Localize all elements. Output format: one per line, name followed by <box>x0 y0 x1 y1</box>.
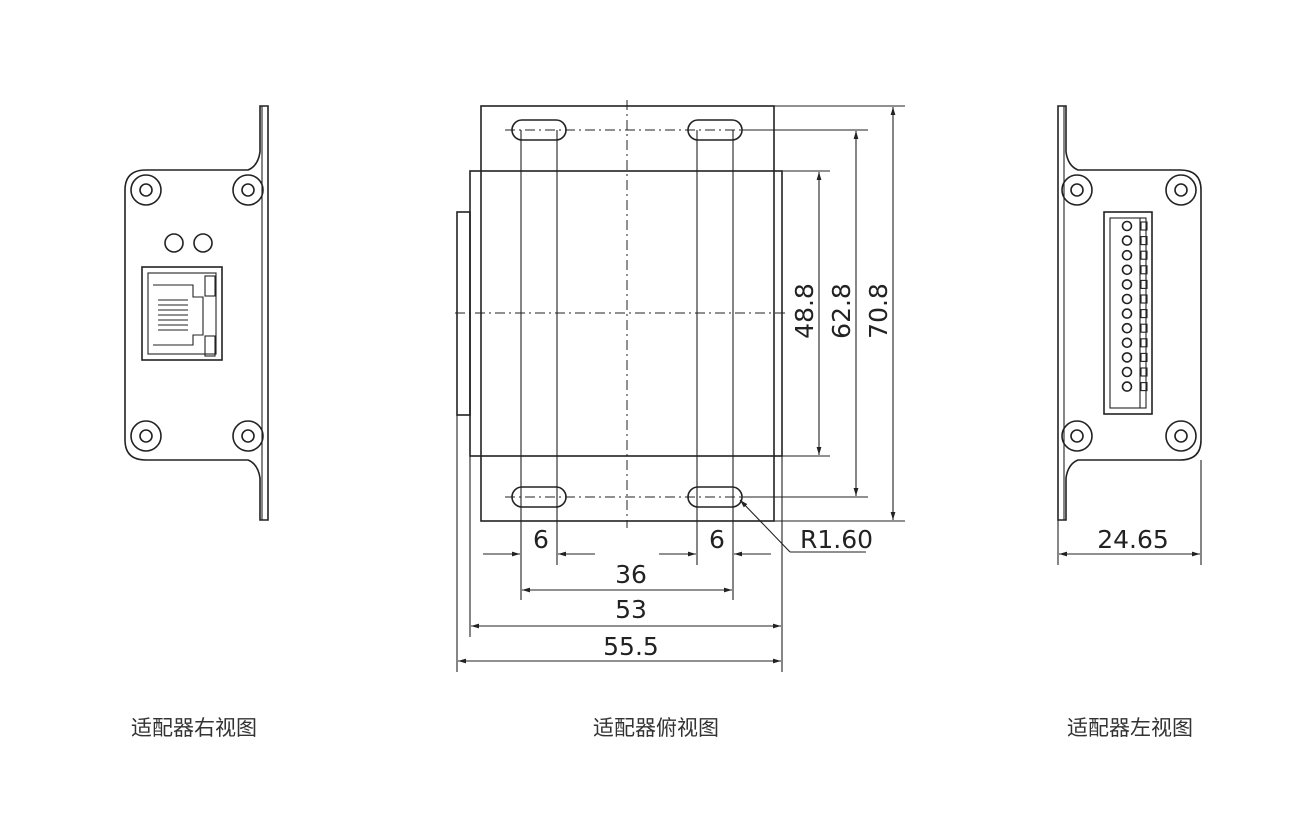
screw-icon <box>1061 420 1093 452</box>
rj45-port-icon <box>141 266 223 361</box>
screw-icon <box>1165 420 1197 452</box>
led-icon <box>193 233 213 253</box>
dim-body-width: 53 <box>615 595 647 624</box>
terminal-latch <box>1140 294 1148 304</box>
left-view: 24.65 <box>1057 105 1202 565</box>
dim-inner-height: 48.8 <box>790 283 819 339</box>
terminal-latch <box>1140 236 1148 246</box>
terminal-pin <box>1121 279 1133 290</box>
terminal-latch <box>1140 382 1148 392</box>
terminal-pin <box>1121 264 1133 276</box>
terminal-pin <box>1121 366 1133 378</box>
screw-icon <box>232 174 264 206</box>
screw-icon <box>130 420 162 452</box>
dim-slot-width-left: 6 <box>533 525 549 554</box>
terminal-latch <box>1140 221 1148 231</box>
terminal-latch <box>1140 323 1148 333</box>
dim-slot-spacing: 36 <box>615 560 647 589</box>
screw-icon <box>1165 174 1197 206</box>
right-view <box>124 105 269 521</box>
dim-overall-width: 55.5 <box>603 632 659 661</box>
terminal-block-icon <box>1103 211 1153 415</box>
terminal-pin <box>1121 235 1133 246</box>
top-view: 48.8 62.8 70.8 R1.60 6 6 36 53 55.5 <box>455 100 905 672</box>
caption-top-view: 适配器俯视图 <box>593 716 719 740</box>
dim-radius: R1.60 <box>800 525 873 554</box>
terminal-pin <box>1121 249 1133 261</box>
terminal-pin <box>1121 293 1133 305</box>
left-view-plate <box>1057 105 1202 521</box>
terminal-latch <box>1140 367 1148 377</box>
screw-icon <box>130 174 162 206</box>
terminal-pin <box>1121 381 1133 392</box>
terminal-latch <box>1140 279 1148 289</box>
mounting-slot <box>511 486 567 508</box>
terminal-latch <box>1140 338 1148 348</box>
right-view-plate <box>124 105 269 521</box>
screw-icon <box>232 420 264 452</box>
dim-overall-height: 70.8 <box>864 283 893 339</box>
terminal-pin <box>1121 308 1133 319</box>
terminal-latch <box>1140 352 1148 362</box>
caption-left-view: 适配器左视图 <box>1067 716 1193 740</box>
led-icon <box>164 233 184 253</box>
terminal-latch <box>1140 250 1148 260</box>
screw-icon <box>1061 174 1093 206</box>
terminal-latch <box>1140 265 1148 275</box>
mounting-slot <box>511 119 567 141</box>
terminal-pin <box>1121 337 1133 349</box>
terminal-pin <box>1121 220 1133 232</box>
terminal-pin <box>1121 322 1133 334</box>
dim-slot-width-right: 6 <box>709 525 725 554</box>
caption-right-view: 适配器右视图 <box>131 716 257 740</box>
terminal-latch <box>1140 309 1148 319</box>
dim-side-depth: 24.65 <box>1097 525 1169 554</box>
dim-slot-height: 62.8 <box>827 283 856 339</box>
terminal-pin <box>1121 352 1133 363</box>
